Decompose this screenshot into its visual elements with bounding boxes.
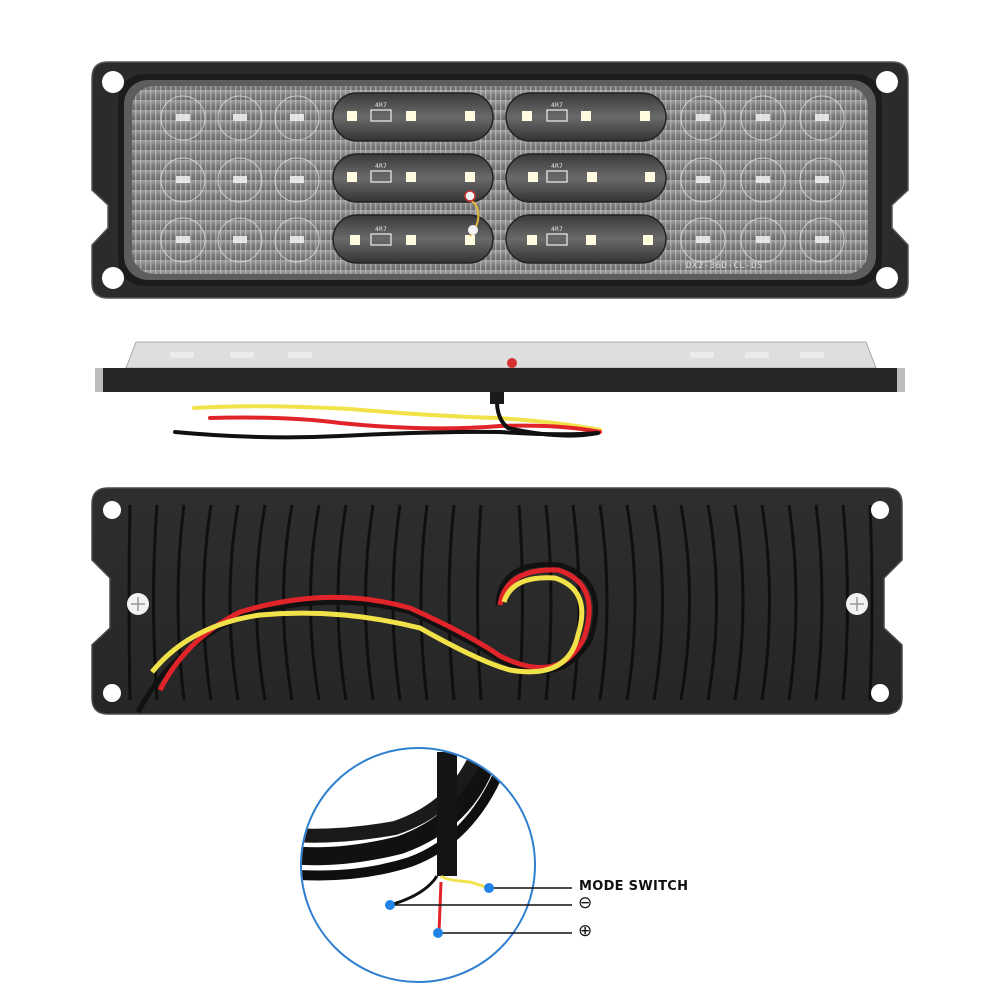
- mount-hole-icon: [871, 501, 889, 519]
- callout-dot: [433, 928, 443, 938]
- front-lens: [132, 86, 868, 274]
- positive-terminal-icon: ⊕: [578, 921, 593, 941]
- mount-hole-icon: [102, 71, 124, 93]
- callout-circle: [300, 747, 536, 983]
- resistor-marking: 4R7: [375, 226, 387, 233]
- mount-hole-icon: [871, 684, 889, 702]
- mount-hole-icon: [876, 267, 898, 289]
- led-chips: [347, 111, 655, 245]
- callout-dot: [385, 900, 395, 910]
- mount-hole-icon: [876, 71, 898, 93]
- model-marking: DX2-36D-CL-DS: [686, 261, 763, 271]
- negative-terminal-icon: ⊖: [578, 893, 593, 913]
- side-frame: [95, 368, 905, 392]
- right-reflectors: [680, 95, 845, 263]
- wire-red: [208, 415, 602, 434]
- mode-switch-label: MODE SWITCH: [579, 879, 689, 894]
- resistor-marking: 4R7: [551, 226, 563, 233]
- detail-wire-black: [389, 875, 439, 907]
- resistors: [370, 109, 568, 246]
- led-pod: [505, 153, 667, 203]
- resistor-marking: 4R7: [375, 102, 387, 109]
- resistor-marking: 4R7: [551, 163, 563, 170]
- wire-detail-callout: [300, 747, 572, 983]
- detail-wire-yellow: [439, 874, 490, 890]
- left-reflectors: [160, 95, 320, 263]
- resistor-marking: 4R7: [375, 163, 387, 170]
- detail-wire-red: [437, 881, 443, 933]
- side-view: [95, 341, 905, 440]
- callout-dot: [484, 883, 494, 893]
- back-wire-red: [157, 567, 592, 692]
- mount-hole-icon: [102, 267, 124, 289]
- resistor-marking: 4R7: [551, 102, 563, 109]
- back-wire-yellow: [150, 575, 585, 675]
- mount-hole-icon: [103, 501, 121, 519]
- mount-hole-icon: [103, 684, 121, 702]
- wire-yellow: [192, 404, 602, 432]
- back-view: [91, 487, 903, 715]
